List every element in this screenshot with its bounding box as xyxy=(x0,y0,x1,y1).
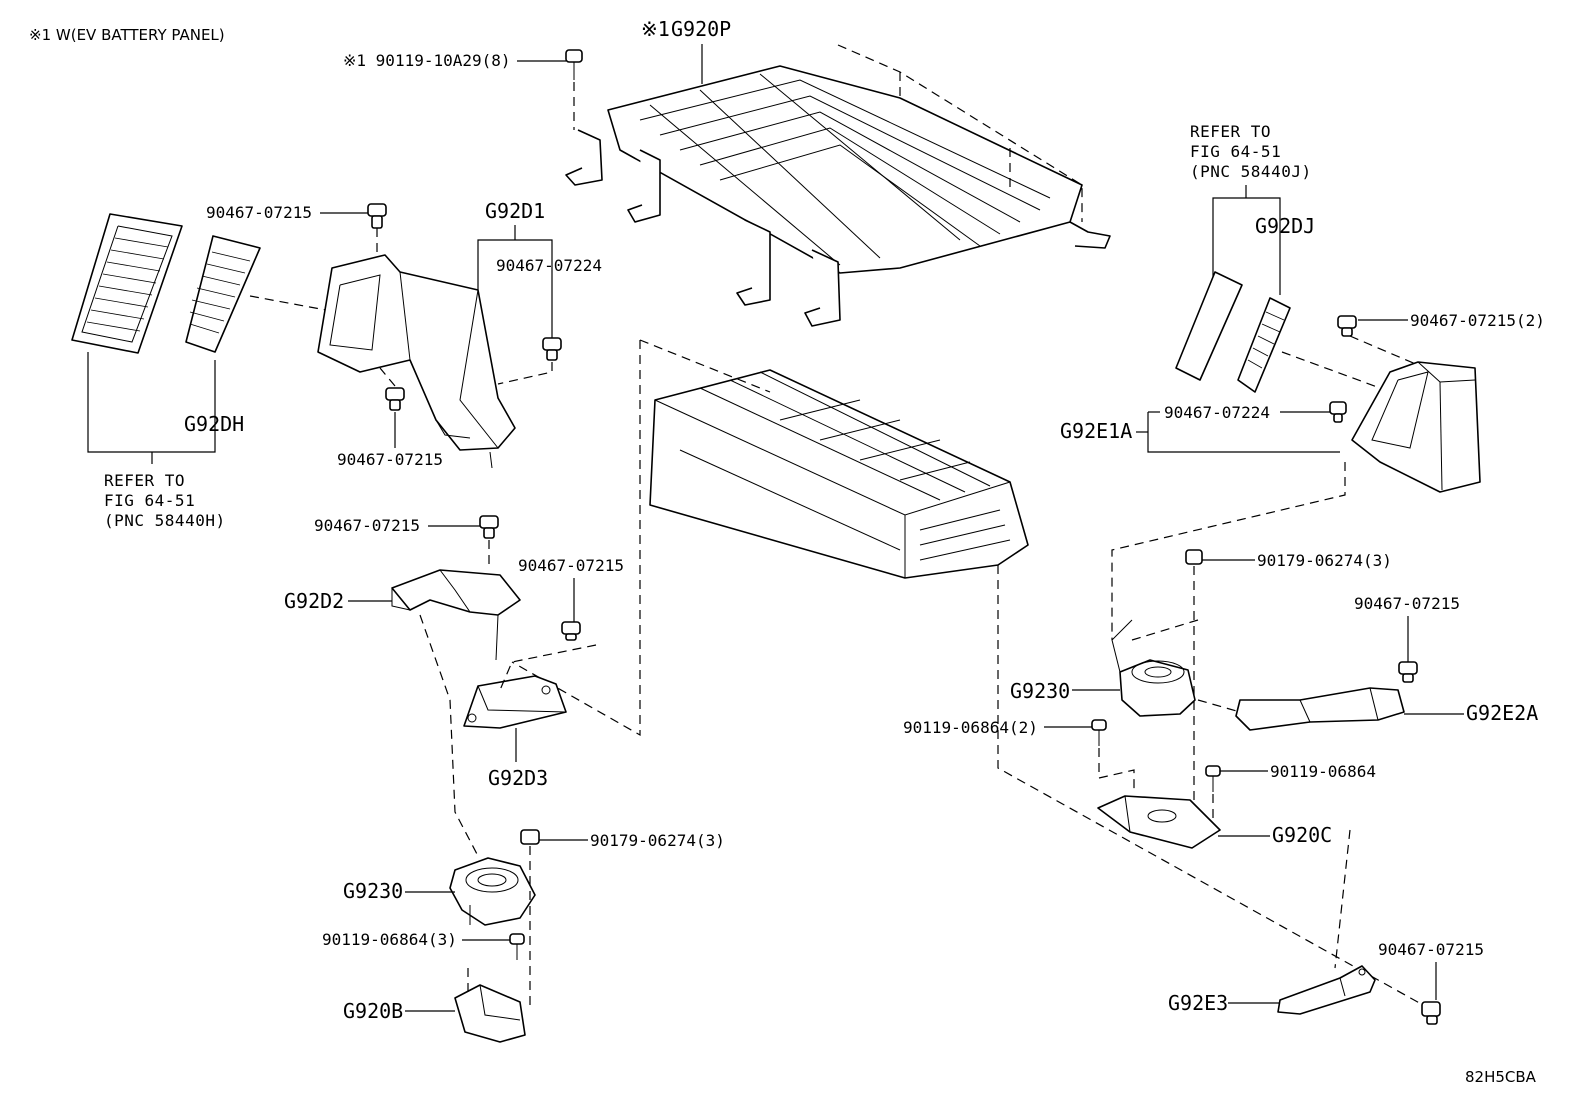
clip-top-right-label: 90467-07215(2) xyxy=(1410,311,1545,330)
refer-left-line2: FIG 64-51 xyxy=(104,491,195,510)
clip-g92e1a-label: 90467-07224 xyxy=(1164,403,1270,422)
duct-g92d2 xyxy=(391,569,521,661)
refer-right-line2: FIG 64-51 xyxy=(1190,142,1281,161)
bracket-g92d3 xyxy=(463,675,567,762)
nut-icon xyxy=(520,829,540,845)
blower-g9230-right xyxy=(1111,619,1196,717)
nut-icon xyxy=(1185,549,1203,565)
nut-90179-06274-left: 90179-06274(3) xyxy=(520,829,725,1005)
grille-g92dh-inner xyxy=(185,235,261,353)
nut-left-label: 90179-06274(3) xyxy=(590,831,725,850)
clip-g92d2-label: 90467-07215 xyxy=(314,516,420,535)
screw-icon xyxy=(1205,765,1221,777)
clip-icon xyxy=(479,515,499,529)
clip-90467-07215-top-left: 90467-07215 xyxy=(206,203,387,256)
screw-left-label: 90119-06864(3) xyxy=(322,930,457,949)
clip-icon xyxy=(1398,661,1418,675)
diagram-code: 82H5CBA xyxy=(1465,1068,1537,1086)
refer-right: REFER TO FIG 64-51 (PNC 58440J) xyxy=(1190,122,1312,295)
g92e2a-label: G92E2A xyxy=(1466,701,1538,725)
duct-g92e2a xyxy=(1235,687,1405,731)
clip-icon xyxy=(367,203,387,217)
clip-icon xyxy=(1421,1001,1441,1017)
clip-icon xyxy=(542,337,562,351)
g92e1a-label: G92E1A xyxy=(1060,419,1132,443)
screw-90119-06864: 90119-06864 xyxy=(1205,762,1376,820)
g920p-label: G920P xyxy=(671,17,731,41)
clip-90467-07215-g92e3: 90467-07215 xyxy=(1378,940,1484,1025)
nut-90179-06274-right: 90179-06274(3) xyxy=(1185,549,1392,810)
bracket-g920c xyxy=(1097,795,1221,849)
callout-g920p: ※1 G920P xyxy=(641,17,731,84)
refer-left-line1: REFER TO xyxy=(104,471,185,490)
battery-panel-g920p xyxy=(565,44,1111,327)
cover-g92dj xyxy=(1175,271,1291,393)
bolt-90119-10a29: ※1 90119-10A29(8) xyxy=(343,49,583,130)
refer-right-line3: (PNC 58440J) xyxy=(1190,162,1312,181)
grille-g92dh-outer xyxy=(71,213,183,354)
screw-icon xyxy=(509,933,525,945)
g92e3-label: G92E3 xyxy=(1168,991,1228,1015)
battery-dash-left xyxy=(511,340,641,737)
screw-90119-06864-left: 90119-06864(3) xyxy=(322,930,525,960)
clip-90467-07215-under: 90467-07215 xyxy=(337,367,443,469)
screw-single-label: 90119-06864 xyxy=(1270,762,1376,781)
bolt-icon xyxy=(565,49,583,63)
screw-pair-label: 90119-06864(2) xyxy=(903,718,1038,737)
g92d2-label: G92D2 xyxy=(284,589,344,613)
blower-g9230-left xyxy=(449,857,536,926)
g92d3-label: G92D3 xyxy=(488,766,548,790)
clip-90467-07224-right: 90467-07224 xyxy=(1148,401,1347,423)
clip-g92d3-label: 90467-07215 xyxy=(518,556,624,575)
clip-90467-07215-2: 90467-07215(2) xyxy=(1337,311,1545,366)
clip-g92e3-label: 90467-07215 xyxy=(1378,940,1484,959)
refer-left-line3: (PNC 58440H) xyxy=(104,511,226,530)
g92d1-label: G92D1 xyxy=(485,199,545,223)
clip-icon xyxy=(1329,401,1347,415)
callout-g92d1: G92D1 90467-07224 xyxy=(477,199,602,385)
bracket-g92e3 xyxy=(1277,965,1376,1015)
bracket-g920b xyxy=(454,968,526,1043)
bolt-label: ※1 90119-10A29(8) xyxy=(343,51,511,70)
screw-90119-06864-2: 90119-06864(2) xyxy=(903,718,1135,790)
clip-90467-07215-g92e2a: 90467-07215 xyxy=(1354,594,1460,683)
clip-under-label: 90467-07215 xyxy=(337,450,443,469)
header-note: ※1 W(EV BATTERY PANEL) xyxy=(29,26,225,44)
g920p-prefix: ※1 xyxy=(641,17,670,41)
clip-g92e2a-label: 90467-07215 xyxy=(1354,594,1460,613)
clip-90467-07215-g92d2: 90467-07215 xyxy=(314,515,499,568)
g920c-label: G920C xyxy=(1272,823,1332,847)
clip-90467-07215-g92d3: 90467-07215 xyxy=(499,556,624,691)
g92dh-label: G92DH xyxy=(184,412,244,436)
g9230-right-label: G9230 xyxy=(1010,679,1070,703)
nut-right-label: 90179-06274(3) xyxy=(1257,551,1392,570)
clip-icon xyxy=(1337,315,1357,329)
g920b-label: G920B xyxy=(343,999,403,1023)
screw-icon xyxy=(1091,719,1107,731)
battery-pack xyxy=(649,369,1029,579)
clip-icon xyxy=(385,387,405,401)
g9230-left-label: G9230 xyxy=(343,879,403,903)
duct-g92d1 xyxy=(317,254,516,469)
refer-right-line1: REFER TO xyxy=(1190,122,1271,141)
g92dj-label: G92DJ xyxy=(1255,214,1315,238)
clip-top-left-label: 90467-07215 xyxy=(206,203,312,222)
battery-dash-right xyxy=(997,565,1424,1006)
duct-g92e1a xyxy=(1351,361,1481,493)
clip-g92d1-label: 90467-07224 xyxy=(496,256,602,275)
clip-icon xyxy=(561,621,581,635)
